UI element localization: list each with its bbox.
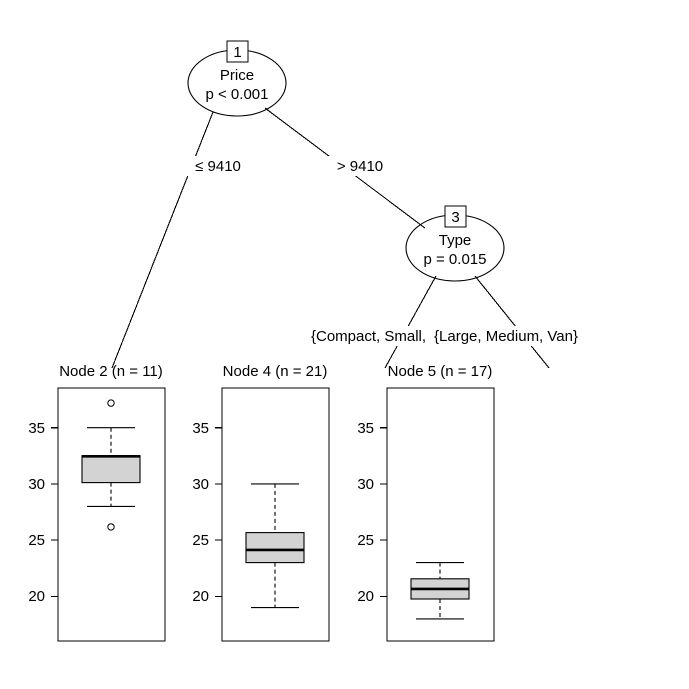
panel-node-2-title: Node 2 (n = 11) xyxy=(59,363,163,380)
box-iqr xyxy=(81,455,141,484)
panel-node-4-boxplot xyxy=(245,483,305,609)
tick-label-30: 30 xyxy=(192,476,209,493)
panel-node-5-axis: 35 30 25 20 xyxy=(357,420,387,605)
panel-node-4-frame xyxy=(221,387,330,642)
edge-label-type-left-text: {Compact, Small, xyxy=(311,328,426,345)
panel-node-2-boxplot xyxy=(81,399,141,531)
edge-label-root-right-bg xyxy=(327,156,393,176)
panel-node-5: Node 5 (n = 17) 35 30 25 20 xyxy=(357,363,495,642)
panel-node-2: Node 2 (n = 11) 35 30 25 20 xyxy=(28,363,166,642)
edge-label-type-left: {Compact, Small, xyxy=(310,326,435,346)
tree-node-3: 3 Type p = 0.015 xyxy=(405,205,505,282)
outlier-point xyxy=(107,523,115,531)
panel-node-4-axis: 35 30 25 20 xyxy=(192,420,222,605)
node-1-pvalue-label: p < 0.001 xyxy=(206,86,269,103)
tick-label-35: 35 xyxy=(28,420,45,437)
outlier-point xyxy=(107,399,115,407)
node-3-pvalue-label: p = 0.015 xyxy=(424,251,487,268)
edge-label-root-right: > 9410 xyxy=(327,156,393,176)
node-3-variable-label: Type xyxy=(439,232,472,249)
tick-label-35: 35 xyxy=(357,420,374,437)
tick-label-25: 25 xyxy=(28,532,45,549)
edge-label-root-left-text: ≤ 9410 xyxy=(195,158,241,175)
edge-label-type-right-bg xyxy=(433,326,585,346)
node-1-id-box xyxy=(226,40,249,63)
box-iqr xyxy=(245,532,305,564)
panel-node-2-axis: 35 30 25 20 xyxy=(28,420,58,605)
panel-node-2-frame xyxy=(57,387,166,642)
tick-label-25: 25 xyxy=(357,532,374,549)
edge-label-type-right-text: {Large, Medium, Van} xyxy=(434,328,578,345)
node-3-id-box xyxy=(444,205,467,228)
edge-label-type-left-bg xyxy=(310,326,435,346)
node-1-id-label: 1 xyxy=(233,44,241,61)
panel-node-5-boxplot xyxy=(410,562,470,620)
panel-node-4: Node 4 (n = 21) 35 30 25 20 xyxy=(192,363,330,642)
tick-label-20: 20 xyxy=(357,588,374,605)
edge-label-type-right: {Large, Medium, Van} xyxy=(433,326,585,346)
edge-label-root-right-text: > 9410 xyxy=(337,158,383,175)
tick-label-30: 30 xyxy=(357,476,374,493)
edge-type-left-line xyxy=(384,275,437,369)
edge-root-left-line xyxy=(111,111,214,369)
edge-type-right-line xyxy=(474,275,550,369)
tick-label-20: 20 xyxy=(192,588,209,605)
node-1-variable-label: Price xyxy=(220,67,254,84)
tick-label-25: 25 xyxy=(192,532,209,549)
edge-label-root-left-bg xyxy=(180,156,256,176)
tick-label-20: 20 xyxy=(28,588,45,605)
edge-label-root-left: ≤ 9410 xyxy=(180,156,256,176)
panel-node-5-frame xyxy=(386,387,495,642)
tick-label-30: 30 xyxy=(28,476,45,493)
tick-label-35: 35 xyxy=(192,420,209,437)
panel-node-5-title: Node 5 (n = 17) xyxy=(388,363,493,380)
tree-node-1: 1 Price p < 0.001 xyxy=(187,40,287,117)
panel-node-4-title: Node 4 (n = 21) xyxy=(223,363,328,380)
node-3-id-label: 3 xyxy=(451,209,459,226)
